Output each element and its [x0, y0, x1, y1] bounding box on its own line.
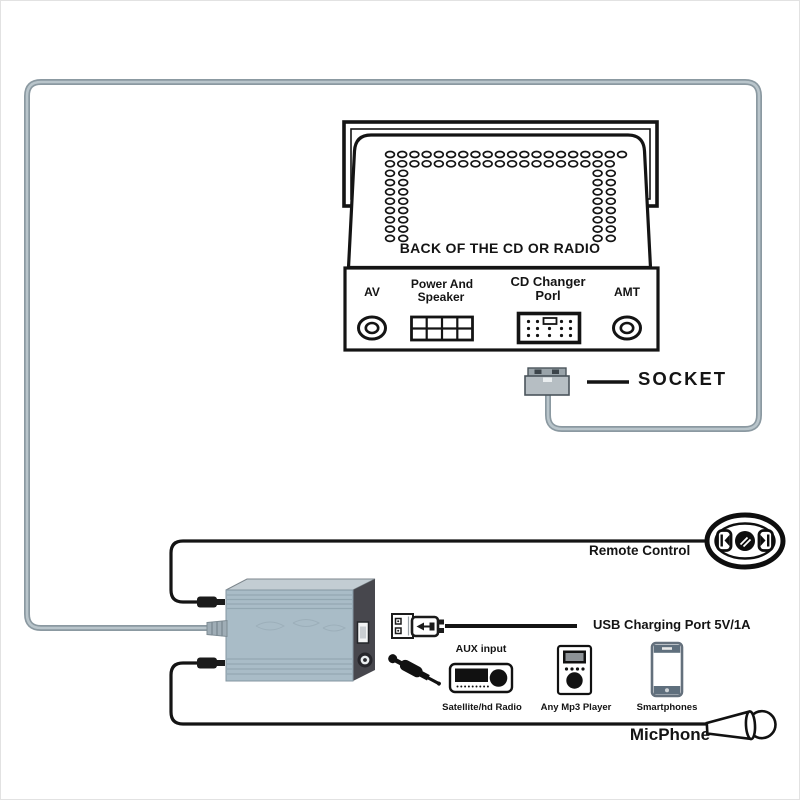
- remote-wire: [169, 539, 707, 604]
- smartphone-icon: [650, 641, 684, 698]
- cd-head-unit: [342, 120, 660, 352]
- adapter-box-icon: [206, 578, 376, 682]
- socket-cable-loop: [24, 79, 762, 631]
- mp3-player-label: Any Mp3 Player: [540, 702, 612, 713]
- usb-plug-icon: [410, 615, 444, 638]
- satellite-radio-label: Satellite/hd Radio: [442, 702, 522, 713]
- remote-prev-button: [716, 529, 733, 552]
- power-port-label-line1: Power And: [410, 277, 474, 291]
- remote-control-label: Remote Control: [589, 543, 691, 558]
- box-usb-port-inner: [360, 626, 366, 639]
- usb-socket-icon: [391, 613, 414, 639]
- aux-plug-icon: [388, 654, 441, 686]
- remote-wire-plug: [197, 596, 225, 608]
- remote-center-button: [735, 531, 755, 551]
- mp3-player-icon: [556, 644, 593, 696]
- microphone-wire: [169, 661, 709, 726]
- amt-port-label: AMT: [614, 285, 640, 299]
- smartphones-label: Smartphones: [636, 702, 698, 713]
- box-aux-jack: [357, 652, 373, 668]
- back-of-unit-label: BACK OF THE CD OR RADIO: [399, 240, 601, 256]
- cd-port-label-line1: CD Changer: [510, 274, 586, 289]
- cd-changer-port-icon: [516, 311, 582, 345]
- usb-charging-label: USB Charging Port 5V/1A: [593, 617, 751, 632]
- connector-panel: [343, 266, 660, 352]
- av-jack-icon: [357, 315, 387, 341]
- satellite-radio-icon: [448, 662, 514, 694]
- power-port-label-line2: Speaker: [417, 290, 465, 304]
- box-front-marks: [255, 619, 347, 632]
- micphone-label: MicPhone: [629, 725, 711, 744]
- aux-input-label: AUX input: [455, 643, 507, 655]
- box-front-ridges: [227, 594, 352, 675]
- av-port-label: AV: [364, 285, 380, 299]
- microphone-wire-plug: [197, 657, 225, 669]
- remote-next-button: [757, 529, 774, 552]
- socket-label: SOCKET: [638, 368, 728, 389]
- box-top-face: [225, 578, 376, 591]
- box-cable-entry: [206, 619, 228, 638]
- cd-port-label-line2: Porl: [535, 288, 561, 303]
- amt-jack-icon: [612, 315, 642, 341]
- microphone-icon: [705, 709, 777, 741]
- chassis-body: [346, 133, 653, 270]
- remote-control-icon: [704, 512, 786, 570]
- box-front-face: [225, 589, 354, 682]
- power-connector-icon: [410, 315, 474, 342]
- vent-holes: [384, 150, 628, 243]
- socket-connector-icon: [524, 367, 570, 396]
